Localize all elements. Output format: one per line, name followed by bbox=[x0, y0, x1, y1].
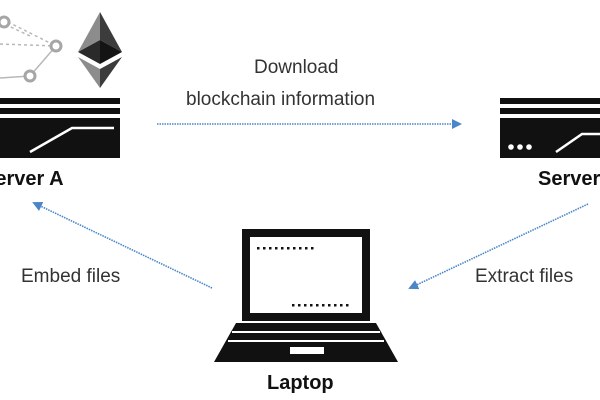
arrow-extract bbox=[408, 203, 589, 290]
ethereum-icon bbox=[78, 12, 122, 88]
download-label-line2: blockchain information bbox=[186, 89, 376, 110]
server-b-label: Server B bbox=[538, 168, 600, 190]
server-a-label: Server A bbox=[0, 168, 64, 190]
server-a-icon bbox=[0, 98, 120, 158]
laptop-label: Laptop bbox=[267, 372, 334, 394]
extract-label: Extract files bbox=[475, 266, 574, 287]
screen-dots-bottom bbox=[292, 304, 349, 307]
arrow-embed bbox=[32, 201, 213, 289]
screen-dots-top bbox=[257, 247, 314, 250]
network-graph-icon bbox=[0, 15, 63, 83]
laptop-icon bbox=[214, 229, 398, 362]
server-b-icon bbox=[500, 98, 600, 158]
embed-label: Embed files bbox=[21, 266, 121, 287]
download-label-line1: Download bbox=[254, 57, 339, 78]
